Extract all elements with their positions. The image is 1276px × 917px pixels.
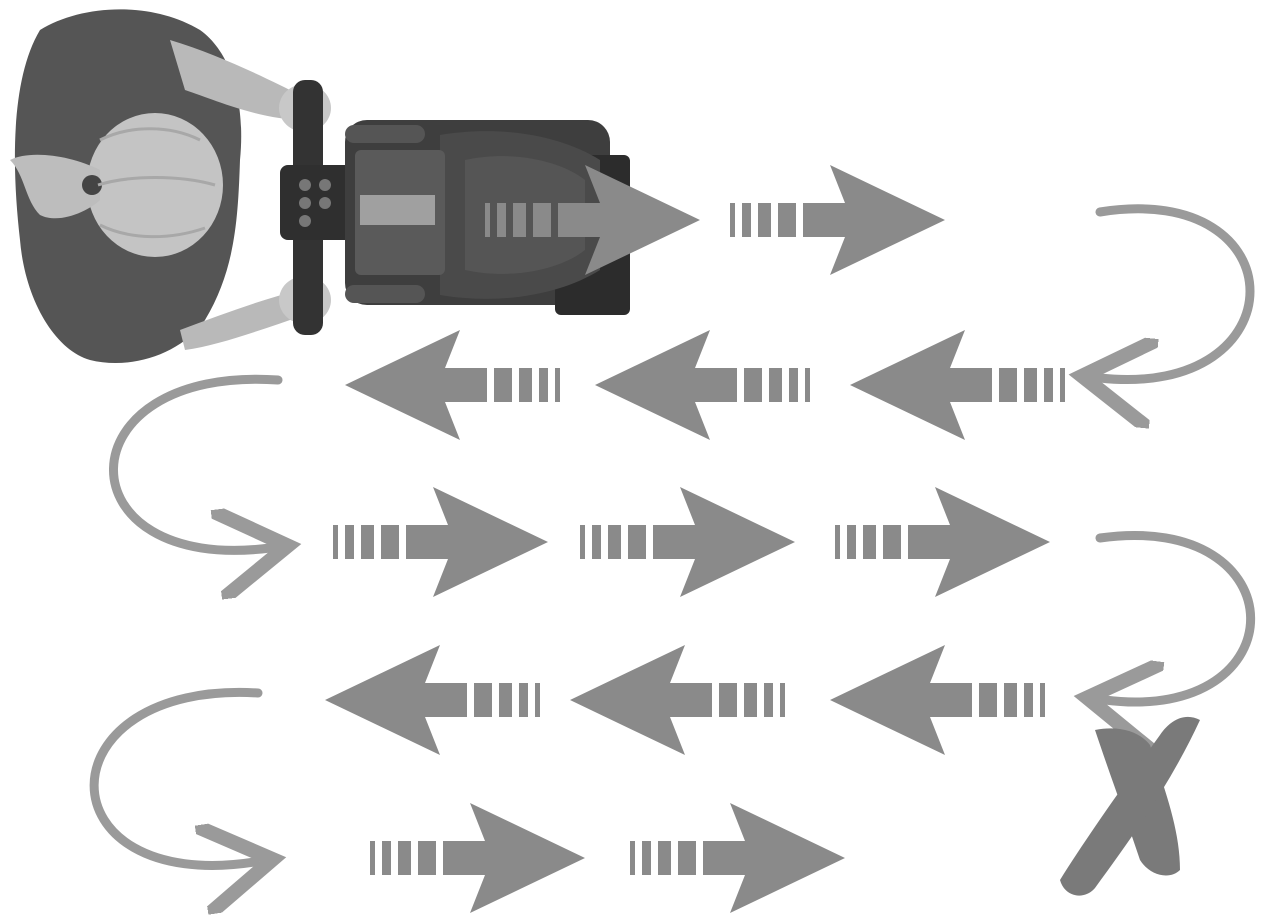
u-turn-arrow-left-1 (113, 379, 278, 550)
path-arrow-right (630, 803, 845, 913)
path-arrow-right (730, 165, 945, 275)
path-arrow-left (325, 645, 540, 755)
u-turn-arrow-right-1 (1100, 209, 1250, 380)
path-arrow-right (333, 487, 548, 597)
u-turn-arrow-right-2 (1100, 535, 1251, 702)
path-arrow-left (850, 330, 1065, 440)
path-arrow-left (345, 330, 560, 440)
path-arrow-left (595, 330, 810, 440)
x-mark-icon (1060, 717, 1200, 896)
operator-with-scrubber-illustration (10, 9, 630, 363)
path-arrow-left (570, 645, 785, 755)
u-turn-arrow-left-2 (94, 692, 258, 865)
path-arrow-left (830, 645, 1045, 755)
path-arrow-right (370, 803, 585, 913)
path-arrow-right (580, 487, 795, 597)
path-arrow-right (835, 487, 1050, 597)
